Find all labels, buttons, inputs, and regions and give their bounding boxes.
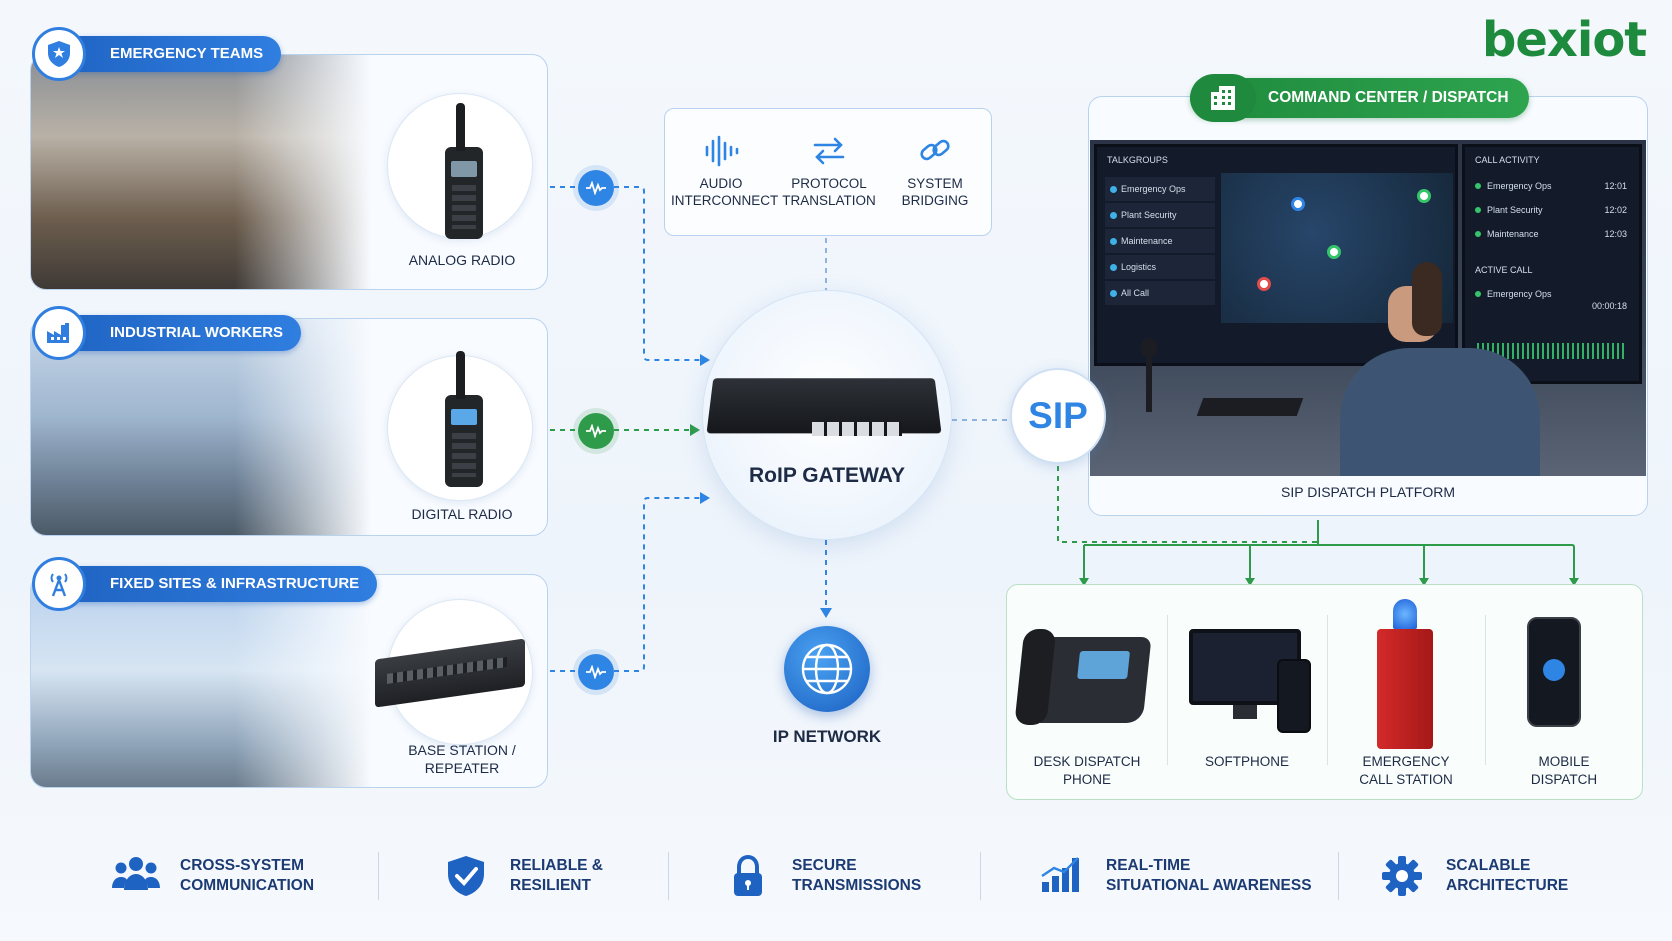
- building-icon: [1190, 74, 1256, 122]
- ip-network-label: IP NETWORK: [772, 727, 882, 746]
- source-panel-industrial-workers: DIGITAL RADIO: [30, 318, 548, 536]
- desk-phone-image: [1024, 637, 1152, 723]
- benefit-text: RELIABLE &RESILIENT: [510, 857, 603, 894]
- industrial-worker-photo: [31, 319, 371, 535]
- smartphone-image: [1277, 659, 1311, 733]
- endpoint-softphone: SOFTPHONE: [1167, 585, 1327, 799]
- factory-icon: [32, 306, 86, 360]
- signal-wave-icon: [578, 413, 614, 449]
- globe-icon: [784, 626, 870, 712]
- map-pin-icon[interactable]: [1291, 197, 1305, 211]
- roip-gateway-label: RoIP GATEWAY: [749, 464, 905, 487]
- fixed-sites-tag: FIXED SITES & INFRASTRUCTURE: [48, 566, 378, 602]
- dispatcher-operator: [1340, 262, 1540, 476]
- map-pin-icon[interactable]: [1417, 189, 1431, 203]
- audio-wave-icon: [671, 135, 771, 175]
- audio-waveform: [1477, 343, 1627, 359]
- divider: [1338, 852, 1339, 900]
- analog-radio-image: [445, 103, 483, 239]
- talkgroups-title: TALKGROUPS: [1107, 155, 1168, 165]
- divider: [668, 852, 669, 900]
- swap-arrows-icon: [779, 135, 879, 175]
- map-pin-icon[interactable]: [1327, 245, 1341, 259]
- endpoint-label: SOFTPHONE: [1204, 754, 1289, 769]
- bar-chart-icon: [1036, 854, 1088, 898]
- shield-icon: [32, 27, 86, 81]
- divider: [1485, 615, 1486, 765]
- digital-radio-image: [445, 351, 483, 487]
- link-icon: [885, 135, 985, 175]
- map-pin-icon[interactable]: [1257, 277, 1271, 291]
- talkgroup-item[interactable]: Logistics: [1105, 255, 1215, 279]
- source-panel-emergency-teams: ANALOG RADIO: [30, 54, 548, 290]
- antenna-icon: [32, 557, 86, 611]
- base-station-label: BASE STATION /REPEATER: [408, 742, 516, 776]
- divider: [1327, 615, 1328, 765]
- talkgroup-item[interactable]: All Call: [1105, 281, 1215, 305]
- emergency-teams-tag: EMERGENCY TEAMS: [48, 36, 282, 72]
- divider: [980, 852, 981, 900]
- divider: [1167, 615, 1168, 765]
- divider: [378, 852, 379, 900]
- talkgroup-item[interactable]: Plant Security: [1105, 203, 1215, 227]
- cell-tower-photo: [31, 575, 371, 787]
- users-icon: [110, 854, 162, 898]
- dispatch-room-scene: TALKGROUPS Emergency Ops Plant Security …: [1090, 140, 1646, 476]
- call-activity-title: CALL ACTIVITY: [1475, 155, 1540, 165]
- talkgroup-item[interactable]: Emergency Ops: [1105, 177, 1215, 201]
- talkgroup-item[interactable]: Maintenance: [1105, 229, 1215, 253]
- sip-badge: SIP: [1010, 368, 1106, 464]
- keyboard: [1196, 398, 1304, 416]
- active-call-title: ACTIVE CALL: [1475, 265, 1533, 275]
- firefighters-photo: [31, 55, 371, 289]
- brand-logo: bexiot: [1482, 12, 1647, 68]
- gateway-ports: [812, 422, 902, 436]
- sip-dispatch-platform-label: SIP DISPATCH PLATFORM: [1281, 484, 1455, 500]
- talkgroup-list: Emergency Ops Plant Security Maintenance…: [1105, 177, 1215, 307]
- call-station-image: [1377, 599, 1433, 749]
- gear-icon: [1376, 854, 1428, 898]
- industrial-workers-tag: INDUSTRIAL WORKERS: [48, 315, 302, 351]
- shield-check-icon: [440, 854, 492, 898]
- lock-icon: [722, 854, 774, 898]
- source-panel-fixed-sites: BASE STATION /REPEATER: [30, 574, 548, 788]
- digital-radio-label: DIGITAL RADIO: [411, 506, 513, 522]
- desk-microphone: [1141, 338, 1157, 412]
- signal-wave-icon: [578, 654, 614, 690]
- mobile-phone-image: [1527, 617, 1581, 727]
- signal-wave-icon: [578, 170, 614, 206]
- analog-radio-label: ANALOG RADIO: [408, 252, 516, 268]
